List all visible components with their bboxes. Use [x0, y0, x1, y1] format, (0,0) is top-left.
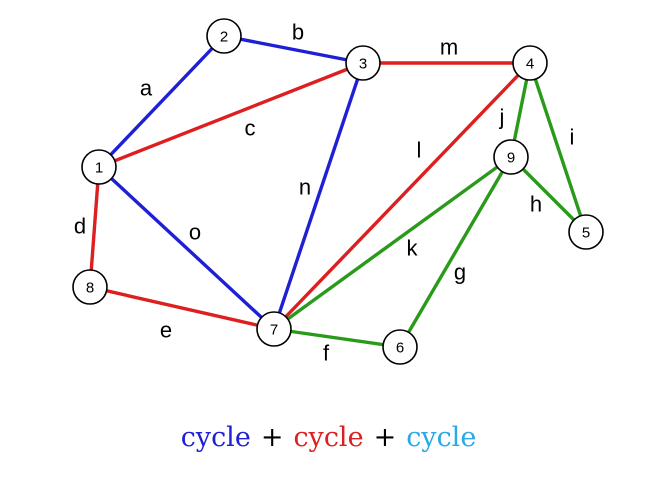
caption-term-3: cycle: [406, 422, 477, 453]
edge-f: [272, 327, 402, 349]
node-label-1: 1: [95, 160, 103, 177]
caption-term-1: cycle: [180, 422, 251, 453]
edge-label-n: n: [299, 175, 311, 200]
edge-i: [528, 61, 588, 234]
node-5: 5: [568, 214, 604, 250]
caption-plus-2: +: [373, 422, 397, 453]
edge-label-a: a: [140, 76, 153, 101]
edge-b: [222, 34, 365, 65]
edge-label-f: f: [323, 341, 330, 366]
node-2: 2: [206, 18, 242, 54]
node-label-7: 7: [270, 322, 278, 339]
edge-e: [88, 285, 276, 331]
node-label-8: 8: [86, 280, 94, 297]
edge-label-c: c: [245, 116, 256, 141]
edge-n: [272, 61, 365, 331]
edge-o: [97, 165, 276, 331]
node-6: 6: [382, 329, 418, 365]
node-1: 1: [81, 149, 117, 185]
edge-label-b: b: [292, 20, 304, 45]
edge-g: [398, 155, 513, 349]
edge-label-o: o: [189, 220, 201, 245]
node-circle-3: [345, 45, 381, 81]
nodes-layer: 1 2 3 4 5 6 7 8 9: [72, 18, 604, 365]
edge-label-i: i: [570, 125, 575, 150]
edge-l: [272, 61, 532, 331]
edge-label-m: m: [440, 35, 458, 60]
node-7: 7: [256, 311, 292, 347]
edge-a: [97, 34, 226, 169]
edge-label-h: h: [530, 192, 542, 217]
caption: cycle + cycle + cycle: [0, 418, 657, 458]
edge-label-j: j: [499, 105, 505, 130]
edge-c: [97, 61, 365, 169]
edge-label-l: l: [417, 138, 422, 163]
node-label-6: 6: [396, 340, 404, 357]
edge-k: [272, 155, 513, 331]
node-label-3: 3: [359, 56, 367, 73]
edge-label-g: g: [454, 260, 466, 285]
node-8: 8: [72, 269, 108, 305]
node-circle-9: [493, 139, 529, 175]
node-circle-1: [81, 149, 117, 185]
node-circle-8: [72, 269, 108, 305]
node-3: 3: [345, 45, 381, 81]
node-label-9: 9: [507, 150, 515, 167]
node-label-5: 5: [582, 225, 590, 242]
node-label-2: 2: [220, 29, 228, 46]
node-circle-4: [512, 45, 548, 81]
node-circle-2: [206, 18, 242, 54]
node-9: 9: [493, 139, 529, 175]
edges-layer: [88, 34, 588, 349]
caption-term-2: cycle: [293, 422, 364, 453]
node-4: 4: [512, 45, 548, 81]
caption-plus-1: +: [260, 422, 284, 453]
node-circle-5: [568, 214, 604, 250]
node-circle-7: [256, 311, 292, 347]
edge-label-d: d: [74, 214, 86, 239]
node-label-4: 4: [526, 56, 534, 73]
node-circle-6: [382, 329, 418, 365]
edge-d: [88, 165, 101, 289]
edge-labels-layer: a b c d e f g h i j k l m n o: [74, 20, 575, 366]
edge-label-k: k: [407, 236, 419, 261]
edge-label-e: e: [160, 318, 172, 343]
